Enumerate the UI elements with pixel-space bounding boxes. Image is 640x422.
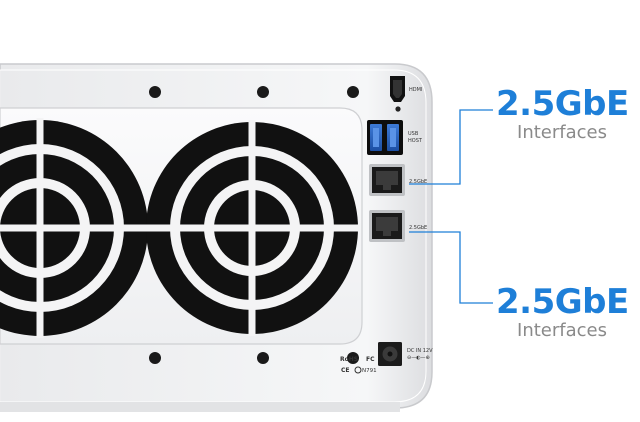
rohs-mark: RoHS (340, 356, 358, 363)
callout-caption: Interfaces (517, 320, 607, 341)
screw-hole (347, 86, 359, 98)
rcm-code: N791 (362, 368, 377, 374)
callout-bottom: 2.5GbE Interfaces (496, 282, 629, 342)
dc-in-label-line2: ⊖—◐—⊕ (407, 355, 430, 361)
callout-line-bottom (409, 231, 493, 304)
fc-mark: FC (366, 356, 375, 363)
hdmi-port-icon (390, 76, 405, 112)
callout-speed: 2.5GbE (496, 84, 629, 124)
ethernet-port-icon (369, 210, 405, 242)
dc-in-label-line1: DC IN 12V (407, 348, 433, 354)
rcm-mark-icon (354, 366, 362, 374)
ce-mark: CE (341, 367, 350, 374)
usb-host-label-line2: HOST (408, 138, 423, 144)
usb-host-label-line1: USB (408, 131, 419, 137)
callout-line-top (409, 109, 493, 185)
screw-hole (257, 352, 269, 364)
callout-caption: Interfaces (517, 122, 607, 143)
lan2-port-label: 2.5GbE (409, 225, 427, 231)
screw-hole (149, 86, 161, 98)
certification-marks: RoHS FC CE N791 (340, 356, 377, 374)
hdmi-label: HDMI (409, 87, 422, 93)
lan1-port-label: 2.5GbE (409, 179, 427, 185)
callout-top: 2.5GbE Interfaces (496, 84, 629, 144)
screw-holes (149, 86, 359, 364)
usb-port-icon (367, 120, 403, 155)
callout-lines (409, 109, 493, 304)
screw-hole (257, 86, 269, 98)
screw-hole (149, 352, 161, 364)
dc-power-jack-icon (378, 342, 402, 366)
ethernet-port-icon (369, 164, 405, 196)
fan-icon (144, 120, 360, 336)
callout-speed: 2.5GbE (496, 282, 629, 322)
screw-hole (347, 352, 359, 364)
fan-icon (0, 118, 150, 338)
